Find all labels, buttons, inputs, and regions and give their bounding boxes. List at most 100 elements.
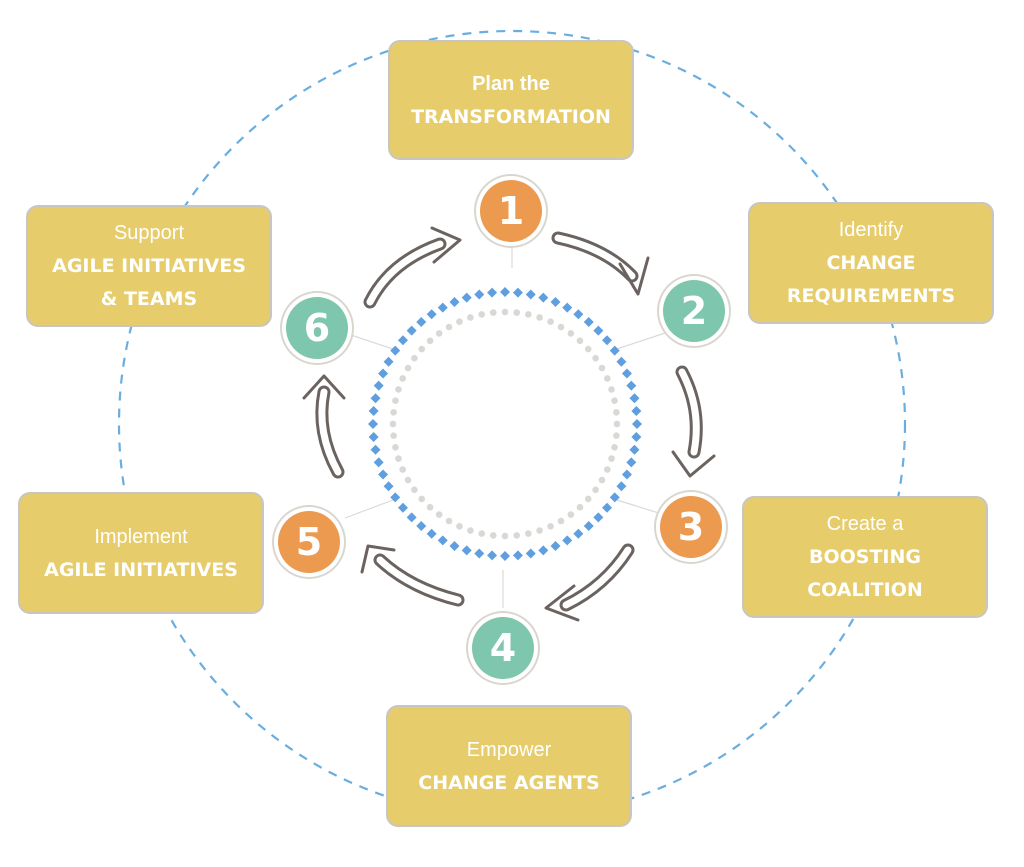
- ring-diamond: [616, 356, 627, 367]
- ring-diamond: [474, 289, 485, 300]
- step-2-line2: CHANGE: [826, 252, 916, 274]
- inner-diamond-ring: [368, 287, 642, 561]
- ring-diamond: [616, 481, 627, 492]
- ring-diamond: [461, 545, 472, 556]
- cycle-arrows: [302, 226, 716, 622]
- ring-diamond: [370, 444, 381, 455]
- ring-dot: [557, 517, 565, 525]
- ring-dot: [411, 354, 418, 362]
- ring-dot: [478, 311, 486, 318]
- ring-diamond: [629, 393, 640, 404]
- ring-dot: [557, 323, 565, 331]
- ring-diamond: [626, 380, 637, 391]
- arrow-3-to-4: [544, 543, 635, 622]
- ring-diamond: [583, 316, 594, 327]
- ring-dot: [536, 314, 543, 321]
- step-box-6-support-agile-initiatives-teams: Support AGILE INITIATIVES & TEAMS: [26, 205, 272, 327]
- arrow-5-to-6: [302, 374, 346, 479]
- ring-dot: [567, 330, 575, 337]
- ring-dot: [547, 318, 554, 325]
- ring-diamond: [449, 540, 460, 551]
- ring-dot: [395, 386, 402, 393]
- ring-diamond: [602, 502, 613, 513]
- step-4-line2: CHANGE AGENTS: [418, 771, 600, 794]
- step-1-line2: TRANSFORMATION: [411, 105, 611, 128]
- ring-dot: [608, 386, 615, 393]
- ring-diamond: [562, 302, 573, 313]
- ring-diamond: [373, 457, 384, 468]
- ring-dot: [489, 309, 497, 316]
- ring-dot: [426, 337, 434, 345]
- ring-dot: [467, 527, 474, 534]
- ring-dot: [389, 420, 397, 428]
- ring-dot: [478, 530, 486, 537]
- ring-diamond: [383, 356, 394, 367]
- arrow-1-to-2: [551, 231, 650, 296]
- ring-diamond: [373, 380, 384, 391]
- step-box-2-identify-change-requirements: Identify CHANGE REQUIREMENTS: [748, 202, 994, 324]
- ring-dot: [456, 523, 463, 530]
- ring-dot: [513, 532, 521, 539]
- step-5-line1: Implement: [94, 525, 188, 548]
- ring-dot: [584, 345, 592, 353]
- step-3-line1: Create a: [826, 513, 904, 535]
- ring-dot: [395, 455, 402, 462]
- ring-diamond: [538, 292, 549, 303]
- ring-diamond: [487, 287, 498, 298]
- ring-dot: [435, 330, 443, 337]
- ring-diamond: [368, 431, 379, 442]
- ring-dot: [608, 455, 615, 462]
- step-3-line3: COALITION: [807, 579, 923, 601]
- step-box-1-plan-transformation: Plan the TRANSFORMATION: [388, 40, 634, 160]
- ring-diamond: [449, 297, 460, 308]
- ring-diamond: [626, 457, 637, 468]
- ring-dot: [598, 476, 606, 484]
- ring-diamond: [406, 512, 417, 523]
- ring-diamond: [550, 540, 561, 551]
- ring-diamond: [383, 481, 394, 492]
- ring-diamond: [593, 512, 604, 523]
- ring-diamond: [437, 535, 448, 546]
- ring-dot: [467, 314, 474, 321]
- ring-diamond: [500, 287, 510, 297]
- ring-dot: [390, 432, 397, 440]
- ring-dot: [399, 375, 406, 382]
- step-2-line1: Identify: [838, 219, 904, 241]
- ring-dot: [456, 318, 463, 325]
- ring-diamond: [370, 393, 381, 404]
- arrow-4-to-5: [360, 544, 465, 607]
- ring-dot: [445, 323, 453, 331]
- step-6-line1: Support: [113, 222, 185, 244]
- step-number-2: 2: [663, 280, 725, 342]
- ring-dot: [613, 420, 621, 428]
- step-number-1: 1: [480, 180, 542, 242]
- ring-diamond: [487, 550, 498, 561]
- ring-dot: [611, 397, 618, 405]
- ring-dot: [404, 476, 412, 484]
- ring-diamond: [461, 292, 472, 303]
- ring-diamond: [525, 289, 536, 300]
- ring-dot: [392, 443, 399, 451]
- ring-diamond: [609, 345, 620, 356]
- step-box-4-empower-change-agents: Empower CHANGE AGENTS: [386, 705, 632, 827]
- ring-diamond: [368, 406, 379, 417]
- ring-diamond: [426, 528, 437, 539]
- ring-diamond: [426, 309, 437, 320]
- ring-dot: [404, 364, 412, 372]
- ring-diamond: [631, 406, 642, 417]
- arrow-2-to-3: [671, 365, 716, 478]
- ring-dot: [536, 527, 543, 534]
- step-4-line1: Empower: [466, 738, 552, 761]
- ring-diamond: [378, 368, 389, 379]
- ring-dot: [576, 337, 584, 345]
- ring-dot: [489, 532, 497, 539]
- step-box-5-implement-agile-initiatives: Implement AGILE INITIATIVES: [18, 492, 264, 614]
- ring-dot: [613, 408, 620, 416]
- ring-dot: [501, 532, 509, 540]
- ring-dot: [604, 466, 611, 473]
- step-6-line3: & TEAMS: [100, 288, 198, 310]
- ring-diamond: [437, 302, 448, 313]
- step-6-line2: AGILE INITIATIVES: [52, 255, 246, 277]
- ring-diamond: [525, 548, 536, 559]
